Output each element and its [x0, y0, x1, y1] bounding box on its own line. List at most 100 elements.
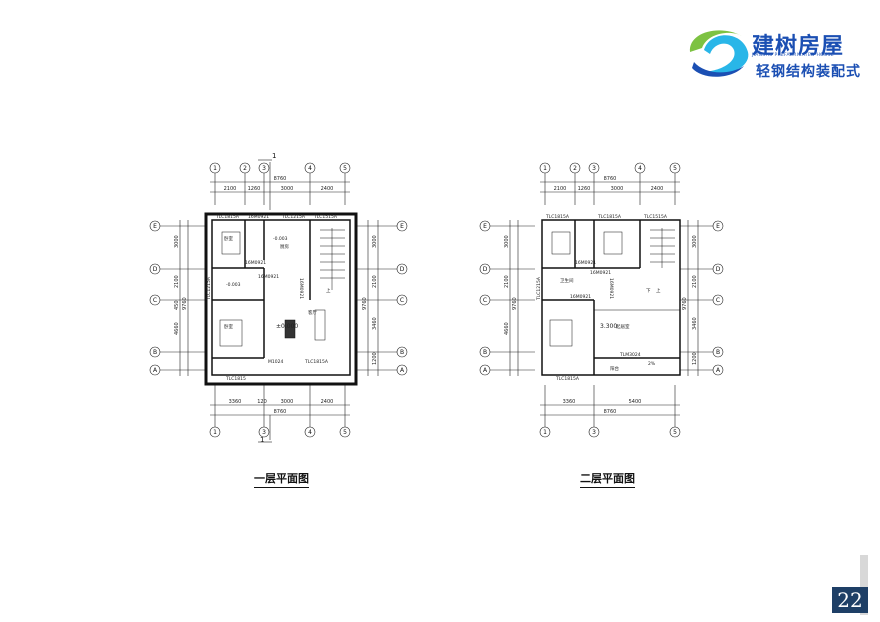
dimension: 4660 [504, 322, 510, 335]
dimension: 2100 [504, 275, 510, 288]
brand-logo-icon [689, 30, 749, 77]
dimension: 9760 [682, 297, 688, 310]
window-label: TLC1515A [313, 214, 338, 220]
axis-label: 5 [673, 165, 677, 172]
second-floor-caption: 二层平面图 [580, 470, 635, 488]
total-width: 8760 [604, 176, 617, 182]
axis-label: 4 [638, 165, 642, 172]
page-number: 22 [832, 587, 868, 613]
dimension: 9760 [512, 297, 518, 310]
axis-label: E [483, 223, 487, 230]
dimension: 1200 [372, 352, 378, 365]
dimension: 3000 [372, 235, 378, 248]
window-label: TLC1515A [643, 214, 668, 220]
window-label: TLC1215A [281, 214, 306, 220]
door-label: M1024 [268, 359, 283, 365]
axis-label: 3 [592, 165, 596, 172]
stair-label: 上 [326, 287, 331, 294]
axis-label: A [483, 367, 488, 374]
axis-label: 2 [573, 165, 577, 172]
dimension: 3000 [281, 399, 294, 405]
dimension: 3000 [692, 235, 698, 248]
dimension: 120 [257, 399, 267, 405]
room-label: 阳台 [610, 365, 619, 372]
dimension: 3000 [174, 235, 180, 248]
axis-label: A [153, 367, 158, 374]
axis-label: D [400, 266, 405, 273]
dimension: 2100 [692, 275, 698, 288]
first-floor-plan: 1 2 3 4 5 1 3 4 5 E D C B A E D C B A 1 … [140, 150, 420, 454]
stair-label: 下 [646, 288, 651, 294]
total-width: 8760 [274, 176, 287, 182]
dimension: 3460 [692, 317, 698, 330]
room-label: 卫生间 [560, 277, 574, 284]
window-label: TLC1815A [555, 376, 580, 382]
window-label: TLC1215A [536, 276, 542, 301]
first-floor-caption: 一层平面图 [254, 470, 309, 488]
axis-label: B [153, 349, 157, 356]
dimension: 2400 [321, 399, 334, 405]
room-label: 卧室 [224, 323, 233, 330]
door-label: 16M0921 [248, 214, 269, 220]
dimension: 2100 [174, 275, 180, 288]
axis-label: 5 [673, 429, 677, 436]
dimension: 2100 [554, 186, 567, 192]
axis-label: 3 [262, 165, 266, 172]
door-label: 16M0921 [258, 274, 279, 280]
dimension: 3360 [229, 399, 242, 405]
brand-name: 建树房屋 [752, 34, 845, 59]
dimension: 3000 [504, 235, 510, 248]
dimension: 3460 [372, 317, 378, 330]
dimension: 2400 [321, 186, 334, 192]
window-label: TLC1815A [597, 214, 622, 220]
axis-label: 3 [262, 429, 266, 436]
door-label: 16M0921 [608, 278, 614, 299]
stair-label: 上 [656, 287, 661, 294]
door-label: 16M0921 [298, 278, 304, 299]
axis-label: 5 [343, 165, 347, 172]
door-label: 16M0921 [570, 294, 591, 300]
axis-label: 1 [543, 429, 547, 436]
slope-mark: 2% [648, 361, 656, 367]
door-label: 16M0921 [245, 260, 266, 266]
axis-label: B [400, 349, 404, 356]
dimension: 1260 [578, 186, 591, 192]
axis-label: 4 [308, 429, 312, 436]
level-mark: -0.003 [226, 282, 241, 288]
dimension: 1260 [248, 186, 261, 192]
room-label: 卧室 [224, 235, 233, 242]
dimension: 450 [174, 300, 180, 310]
axis-label: 2 [243, 165, 247, 172]
axis-label: B [716, 349, 720, 356]
axis-label: A [716, 367, 721, 374]
section-mark: 1 [272, 152, 276, 160]
window-label: TLC1815 [225, 376, 246, 382]
door-label: 16M0921 [590, 270, 611, 276]
window-label: TLC1815A [215, 214, 240, 220]
brand-slogan: 轻钢结构装配式 [756, 64, 861, 80]
dimension: 9760 [182, 297, 188, 310]
window-label: TLC1215A [206, 276, 212, 301]
axis-label: E [400, 223, 404, 230]
room-label: 客厅 [308, 309, 317, 316]
second-floor-plan: 1 2 3 4 5 1 3 5 E D C B A E D C B A 8760… [470, 150, 750, 454]
total-width: 8760 [604, 409, 617, 415]
room-label: 厨房 [280, 243, 289, 250]
dimension: 1200 [692, 352, 698, 365]
dimension: 3360 [563, 399, 576, 405]
axis-label: 4 [308, 165, 312, 172]
axis-label: B [483, 349, 487, 356]
axis-label: C [483, 297, 487, 304]
axis-label: D [716, 266, 721, 273]
axis-label: 1 [213, 429, 217, 436]
dimension: 2100 [224, 186, 237, 192]
dimension: 9760 [362, 297, 368, 310]
axis-label: 1 [213, 165, 217, 172]
dimension: 2100 [372, 275, 378, 288]
axis-label: 1 [543, 165, 547, 172]
section-mark: 1 [260, 436, 264, 444]
brand-english: JIANSHU PREFABRICATED HOUSE [752, 53, 834, 58]
axis-label: E [716, 223, 720, 230]
axis-label: D [483, 266, 488, 273]
dimension: 2400 [651, 186, 664, 192]
